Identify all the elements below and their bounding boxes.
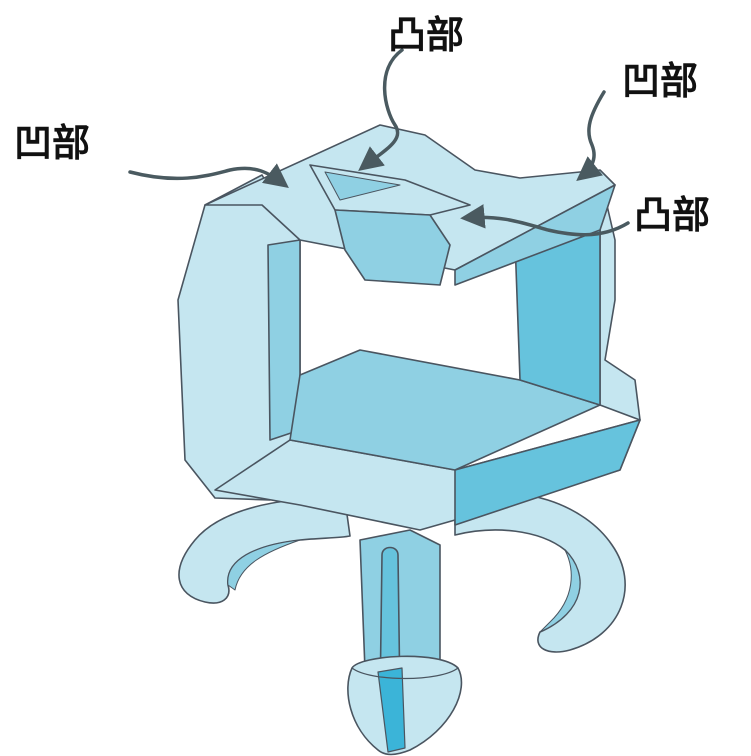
anchor-pin [348, 530, 462, 755]
label-right-concave: 凹部 [622, 62, 698, 100]
label-right-convex: 凸部 [634, 196, 710, 234]
convex-hook-underside [335, 210, 450, 285]
label-left-concave: 凹部 [14, 124, 90, 162]
label-top-convex: 凸部 [388, 16, 464, 54]
leader-right-concave [580, 92, 604, 178]
clip-body [178, 125, 640, 530]
